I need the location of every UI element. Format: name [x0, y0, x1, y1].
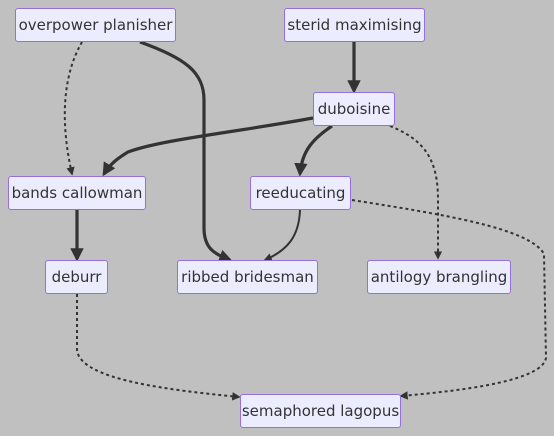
edge-overpower-planisher-to-bands-callowman [63, 41, 83, 176]
node-label: deburr [51, 268, 102, 286]
node-label: ribbed bridesman [181, 268, 314, 286]
edge-duboisine-to-bands-callowman [102, 116, 314, 177]
node-deburr[interactable]: deburr [45, 260, 108, 294]
node-label: overpower planisher [18, 16, 173, 34]
node-overpower-planisher[interactable]: overpower planisher [15, 8, 176, 42]
edge-duboisine-to-reeducating [294, 124, 333, 177]
node-bands-callowman[interactable]: bands callowman [8, 176, 146, 210]
edge-duboisine-to-antilogy-brangling [389, 125, 443, 260]
node-duboisine[interactable]: duboisine [313, 92, 395, 126]
node-semaphored-lagopus[interactable]: semaphored lagopus [240, 394, 401, 428]
node-reeducating[interactable]: reeducating [250, 176, 351, 210]
edge-deburr-to-semaphored-lagopus [76, 294, 241, 401]
node-label: semaphored lagopus [241, 402, 400, 420]
node-sterid-maximising[interactable]: sterid maximising [284, 8, 425, 42]
node-label: antilogy brangling [370, 268, 508, 286]
node-label: reeducating [255, 184, 346, 202]
edge-reeducating-to-semaphored-lagopus [351, 199, 548, 400]
node-label: sterid maximising [287, 16, 422, 34]
node-label: duboisine [317, 100, 391, 118]
node-ribbed-bridesman[interactable]: ribbed bridesman [177, 260, 318, 294]
edge-reeducating-to-ribbed-bridesman [263, 209, 301, 262]
edge-overpower-planisher-to-ribbed-bridesman [139, 40, 233, 263]
node-label: bands callowman [11, 184, 143, 202]
node-antilogy-brangling[interactable]: antilogy brangling [367, 260, 511, 294]
